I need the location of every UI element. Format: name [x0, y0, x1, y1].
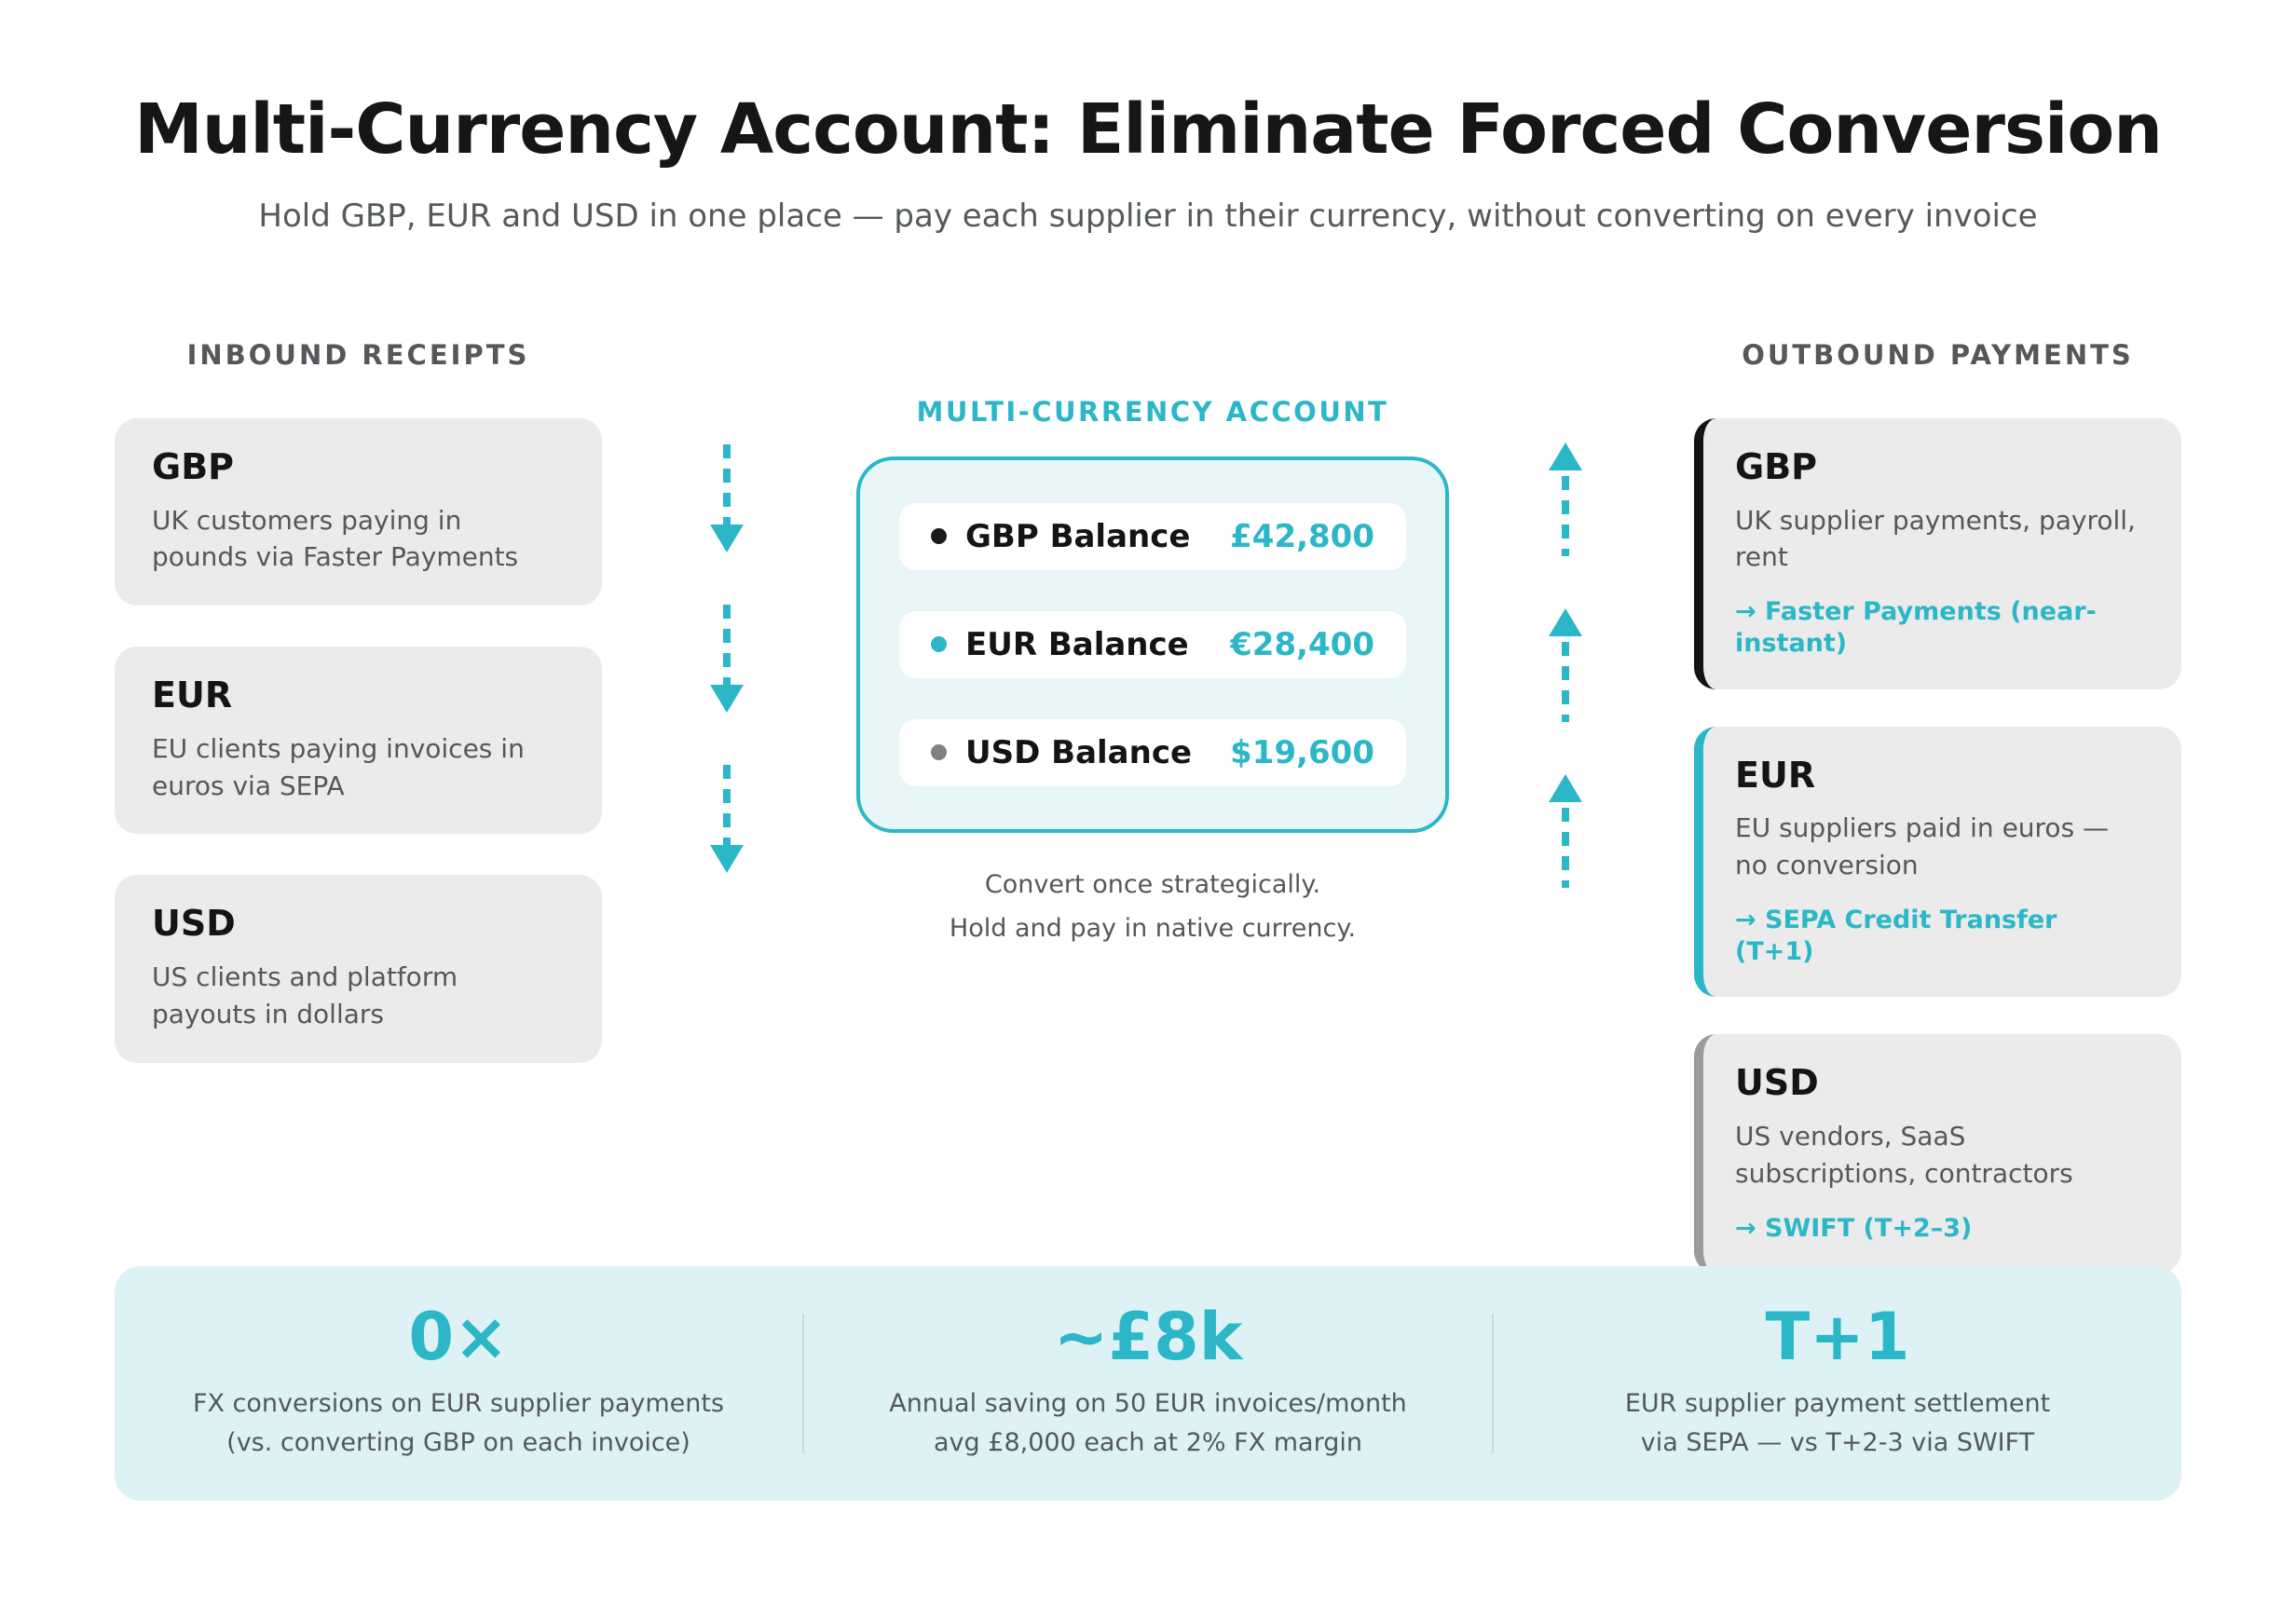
inbound-flow-arrows — [708, 444, 745, 873]
outbound-card-gbp: GBP UK supplier payments, payroll, rent … — [1694, 417, 2181, 689]
balance-label: GBP Balance — [931, 518, 1190, 555]
payment-rail: → SEPA Credit Transfer (T+1) — [1735, 905, 2057, 966]
stat-annual-saving: ~£8k Annual saving on 50 EUR invoices/mo… — [804, 1304, 1492, 1463]
arrowhead-up — [1549, 608, 1582, 636]
stat-value: T+1 — [1765, 1299, 1910, 1376]
page-subtitle: Hold GBP, EUR and USD in one place — pay… — [258, 198, 2038, 235]
balance-row-usd: USD Balance $19,600 — [899, 718, 1406, 786]
outbound-card-eur: EUR EU suppliers paid in euros — no conv… — [1694, 726, 2181, 998]
card-title: GBP — [1735, 445, 1818, 487]
outbound-column: OUTBOUND PAYMENTS GBP UK supplier paymen… — [1694, 339, 2181, 1311]
card-title: EUR — [152, 675, 233, 716]
hero-header: Multi-Currency Account: Eliminate Forced… — [0, 89, 2296, 235]
dashed-line — [1562, 476, 1569, 556]
card-body: UK supplier payments, payroll, rent — [1735, 504, 2136, 573]
arrow-down-icon — [708, 765, 745, 873]
card-title: EUR — [1735, 754, 1816, 796]
stat-line-2: avg £8,000 each at 2% FX margin — [934, 1428, 1362, 1457]
balance-value: €28,400 — [1230, 625, 1374, 663]
inbound-card-usd: USD US clients and platform payouts in d… — [115, 875, 602, 1063]
dashed-line — [1562, 642, 1569, 722]
card-body: US clients and platform payouts in dolla… — [152, 961, 458, 1029]
inbound-column: INBOUND RECEIPTS GBP UK customers paying… — [115, 339, 602, 1104]
account-column: MULTI-CURRENCY ACCOUNT GBP Balance £42,8… — [856, 396, 1449, 950]
caption-line-1: Convert once strategically. — [984, 869, 1321, 899]
outbound-flow-arrows — [1547, 443, 1584, 888]
arrowhead-down — [710, 845, 744, 873]
inbound-card-gbp: GBP UK customers paying in pounds via Fa… — [115, 417, 602, 606]
arrow-down-icon — [708, 605, 745, 713]
arrow-down-icon — [708, 444, 745, 552]
balance-value: $19,600 — [1230, 733, 1374, 771]
account-box: GBP Balance £42,800 EUR Balance €28,400 … — [856, 456, 1449, 833]
account-caption: Convert once strategically. Hold and pay… — [856, 863, 1449, 951]
arrowhead-up — [1549, 774, 1582, 802]
account-heading: MULTI-CURRENCY ACCOUNT — [916, 396, 1389, 428]
outbound-card-usd: USD US vendors, SaaS subscriptions, cont… — [1694, 1034, 2181, 1274]
stat-fx-conversions: 0× FX conversions on EUR supplier paymen… — [115, 1304, 802, 1463]
balance-row-gbp: GBP Balance £42,800 — [899, 502, 1406, 570]
dashed-line — [1562, 808, 1569, 888]
card-title: GBP — [152, 445, 235, 487]
balance-label: USD Balance — [931, 734, 1192, 771]
currency-dot-icon — [931, 636, 947, 653]
arrow-up-icon — [1547, 443, 1584, 556]
stat-line-1: EUR supplier payment settlement — [1624, 1389, 2051, 1419]
card-body: EU suppliers paid in euros — no conversi… — [1735, 812, 2110, 881]
arrow-up-icon — [1547, 774, 1584, 888]
balance-label-text: GBP Balance — [965, 517, 1191, 555]
card-title: USD — [1735, 1062, 1819, 1104]
balance-label: EUR Balance — [931, 626, 1189, 663]
stat-value: 0× — [408, 1299, 509, 1376]
stat-line-1: Annual saving on 50 EUR invoices/month — [889, 1389, 1407, 1419]
arrow-up-icon — [1547, 608, 1584, 722]
dashed-line — [723, 605, 731, 685]
inbound-card-eur: EUR EU clients paying invoices in euros … — [115, 647, 602, 835]
payment-rail: → SWIFT (T+2–3) — [1735, 1213, 1973, 1243]
payment-rail: → Faster Payments (near-instant) — [1735, 597, 2097, 658]
card-body: UK customers paying in pounds via Faster… — [152, 504, 519, 573]
balance-label-text: EUR Balance — [965, 625, 1189, 663]
stat-settlement: T+1 EUR supplier payment settlement via … — [1494, 1304, 2181, 1463]
card-body: EU clients paying invoices in euros via … — [152, 732, 525, 801]
arrowhead-down — [710, 685, 744, 713]
currency-dot-icon — [931, 744, 947, 761]
stat-line-2: (vs. converting GBP on each invoice) — [226, 1428, 690, 1457]
caption-line-2: Hold and pay in native currency. — [949, 914, 1357, 944]
stat-divider — [802, 1314, 804, 1453]
stat-divider — [1492, 1314, 1494, 1453]
currency-dot-icon — [931, 528, 947, 545]
arrowhead-down — [710, 525, 744, 552]
card-body: US vendors, SaaS subscriptions, contract… — [1735, 1121, 2073, 1189]
stats-bar: 0× FX conversions on EUR supplier paymen… — [115, 1266, 2181, 1501]
balance-row-eur: EUR Balance €28,400 — [899, 610, 1406, 678]
arrowhead-up — [1549, 443, 1582, 470]
outbound-heading: OUTBOUND PAYMENTS — [1742, 339, 2134, 371]
stat-line-1: FX conversions on EUR supplier payments — [192, 1389, 725, 1419]
page-title: Multi-Currency Account: Eliminate Forced… — [134, 89, 2163, 170]
dashed-line — [723, 444, 731, 525]
stat-value: ~£8k — [1053, 1299, 1243, 1376]
dashed-line — [723, 765, 731, 845]
inbound-heading: INBOUND RECEIPTS — [186, 339, 530, 371]
balance-label-text: USD Balance — [965, 733, 1193, 771]
balance-value: £42,800 — [1230, 517, 1374, 555]
card-title: USD — [152, 903, 236, 945]
stat-line-2: via SEPA — vs T+2-3 via SWIFT — [1640, 1428, 2035, 1457]
